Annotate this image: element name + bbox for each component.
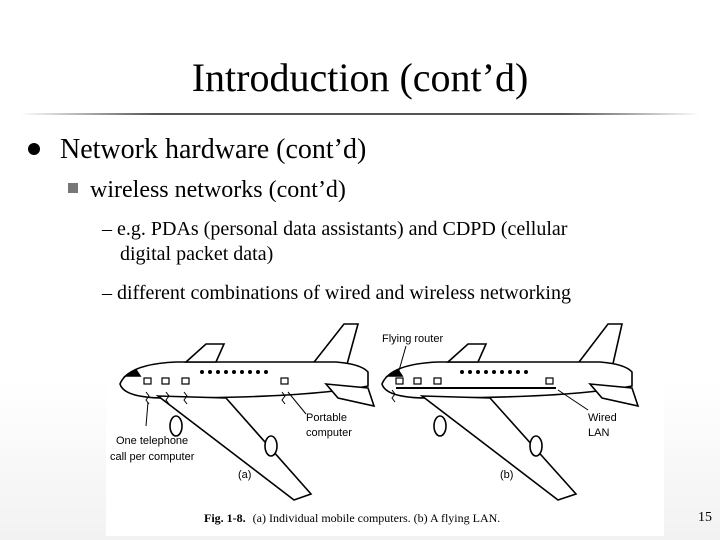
figure-caption: Fig. 1-8. (a) Individual mobile computer…: [204, 511, 500, 525]
panel-b-label: (b): [500, 469, 513, 481]
callout-lines-b: [397, 345, 589, 411]
title-divider: [20, 113, 700, 115]
airplane-figure: Portable computer One telephone call per…: [106, 306, 664, 536]
slide-title: Introduction (cont’d): [191, 55, 529, 100]
computer-icons-b: [395, 377, 554, 385]
window-row-b: [460, 370, 528, 374]
airplane-a-icon: [119, 323, 376, 501]
label-one-telephone: One telephone: [116, 435, 188, 447]
sub-bullet-1: – e.g. PDAs (personal data assistants) a…: [102, 217, 682, 267]
caption-text: (a) Individual mobile computers. (b) A f…: [253, 511, 501, 525]
bullet2-text: wireless networks (cont’d): [90, 177, 346, 203]
sub1-line1: – e.g. PDAs (personal data assistants) a…: [102, 218, 568, 240]
sub1-line2: digital packet data): [120, 243, 274, 265]
label-wired: Wired: [588, 412, 617, 424]
callout-lines-a: [145, 391, 307, 427]
label-computer: computer: [306, 427, 352, 439]
round-bullet-icon: [28, 142, 40, 155]
page-number: 15: [698, 510, 712, 525]
square-bullet-icon: [68, 183, 78, 194]
label-lan: LAN: [588, 427, 609, 439]
bullet-level2: wireless networks (cont’d): [68, 177, 346, 204]
window-row-a: [200, 370, 268, 374]
caption-bold: Fig. 1-8.: [204, 511, 246, 525]
bullet1-text: Network hardware (cont’d): [60, 134, 367, 165]
bullet-level1: Network hardware (cont’d): [28, 134, 366, 166]
panel-a-label: (a): [238, 469, 251, 481]
label-portable: Portable: [306, 412, 347, 424]
router-signal-icon: [391, 389, 396, 403]
sub-bullet-2: – different combinations of wired and wi…: [102, 282, 571, 304]
computer-icons-a: [143, 377, 289, 385]
airplane-diagram: Portable computer One telephone call per…: [106, 306, 664, 536]
label-flying-router: Flying router: [382, 333, 443, 345]
label-call-per-computer: call per computer: [110, 451, 195, 463]
